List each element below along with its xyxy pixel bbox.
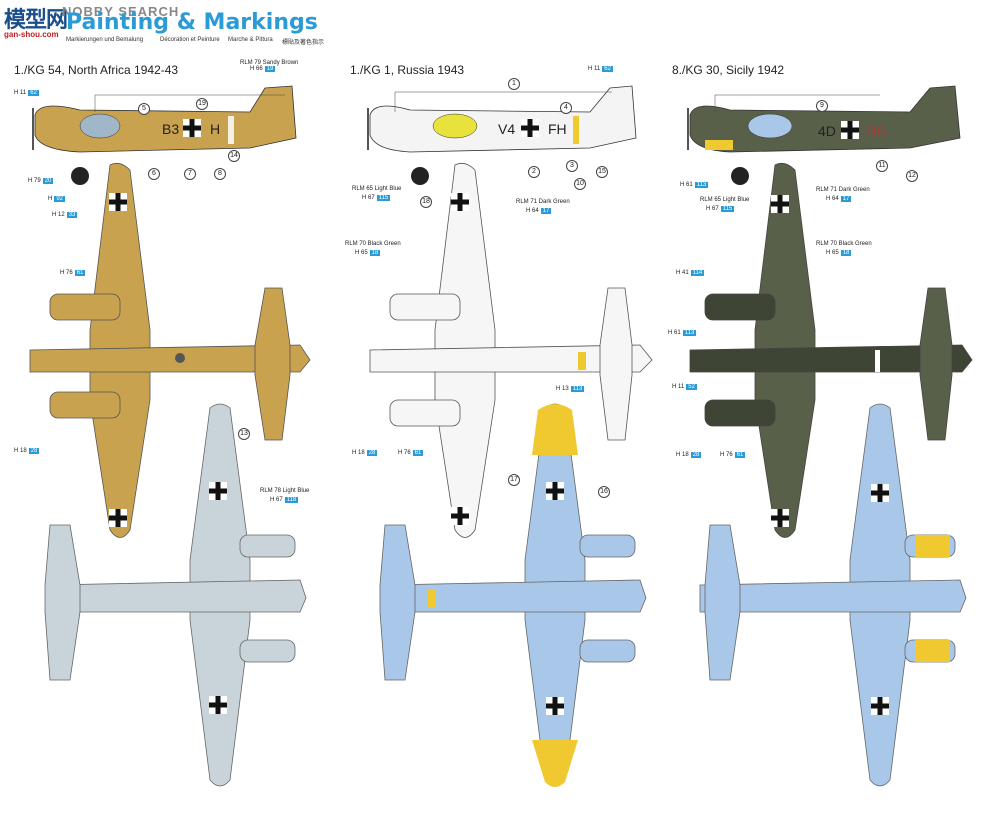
rlm65-label: RLM 65 Light Blue bbox=[352, 186, 402, 192]
callout: 13 bbox=[238, 428, 250, 440]
scheme-2-title: 1./KG 1, Russia 1943 bbox=[350, 63, 465, 77]
scheme-3-side-view: 4D DS bbox=[687, 85, 961, 185]
callout: 15 bbox=[596, 166, 608, 178]
subtitle-fr: Décoration et Peinture bbox=[160, 37, 220, 43]
callout: 9 bbox=[816, 100, 828, 112]
subtitle-it: Marche & Pittura bbox=[228, 37, 273, 43]
rlm70-label-3: RLM 70 Black Green bbox=[816, 241, 872, 247]
page-title: Painting & Markings bbox=[66, 10, 318, 35]
header: 模型网 NOBBY SEARCH gan-shou.com Painting &… bbox=[0, 0, 990, 48]
scheme-1-bottom-view bbox=[44, 403, 307, 787]
site-logo: 模型网 bbox=[4, 8, 68, 33]
rlm71-label-3: RLM 71 Dark Green bbox=[816, 187, 870, 193]
rlm79-label: RLM 79 Sandy Brown bbox=[240, 60, 299, 66]
scheme-2-top-view bbox=[369, 162, 653, 538]
scheme-1-side-view: B3 H bbox=[32, 85, 297, 185]
rlm65-label-3: RLM 65 Light Blue bbox=[700, 197, 750, 203]
callout: 18 bbox=[420, 196, 432, 208]
scheme-1-top-view bbox=[29, 162, 311, 538]
callout: 11 bbox=[876, 160, 888, 172]
callout: 12 bbox=[906, 170, 918, 182]
scheme-1-title: 1./KG 54, North Africa 1942-43 bbox=[14, 63, 179, 77]
scheme-2-bottom-view bbox=[379, 403, 647, 787]
callout: 16 bbox=[598, 486, 610, 498]
callout: 5 bbox=[138, 103, 150, 115]
scheme-1-code-left: B3 bbox=[162, 121, 179, 137]
site-url: gan-shou.com bbox=[4, 30, 59, 39]
callout: 1 bbox=[508, 78, 520, 90]
callout: 14 bbox=[228, 150, 240, 162]
leader-lines bbox=[94, 91, 880, 112]
callout: 19 bbox=[196, 98, 208, 110]
callout: 17 bbox=[508, 474, 520, 486]
scheme-2-code-left: V4 bbox=[498, 121, 515, 137]
callout: 8 bbox=[214, 168, 226, 180]
scheme-3-title: 8./KG 30, Sicily 1942 bbox=[672, 63, 785, 77]
callout: 10 bbox=[574, 178, 586, 190]
subtitle-cn: 標貼及著色指示 bbox=[282, 40, 325, 46]
subtitle-de: Markierungen und Bemalung bbox=[66, 37, 144, 43]
scheme-1-code-right: H bbox=[210, 121, 220, 137]
callout: 6 bbox=[148, 168, 160, 180]
scheme-2-code-right: FH bbox=[548, 121, 567, 137]
scheme-3-top-view bbox=[689, 162, 973, 538]
rlm70-label: RLM 70 Black Green bbox=[345, 241, 401, 247]
callout: 2 bbox=[528, 166, 540, 178]
scheme-3-code-left: 4D bbox=[818, 123, 836, 139]
scheme-3-code-right: DS bbox=[866, 123, 885, 139]
scheme-2-side-view: V4 FH bbox=[367, 85, 637, 185]
rlm78-label: RLM 78 Light Blue bbox=[260, 488, 310, 494]
callout: 4 bbox=[560, 102, 572, 114]
callout: 7 bbox=[184, 168, 196, 180]
rlm71-label: RLM 71 Dark Green bbox=[516, 199, 570, 205]
scheme-3-bottom-view bbox=[699, 403, 967, 787]
watermark: NOBBY SEARCH bbox=[62, 4, 180, 19]
callout: 3 bbox=[566, 160, 578, 172]
